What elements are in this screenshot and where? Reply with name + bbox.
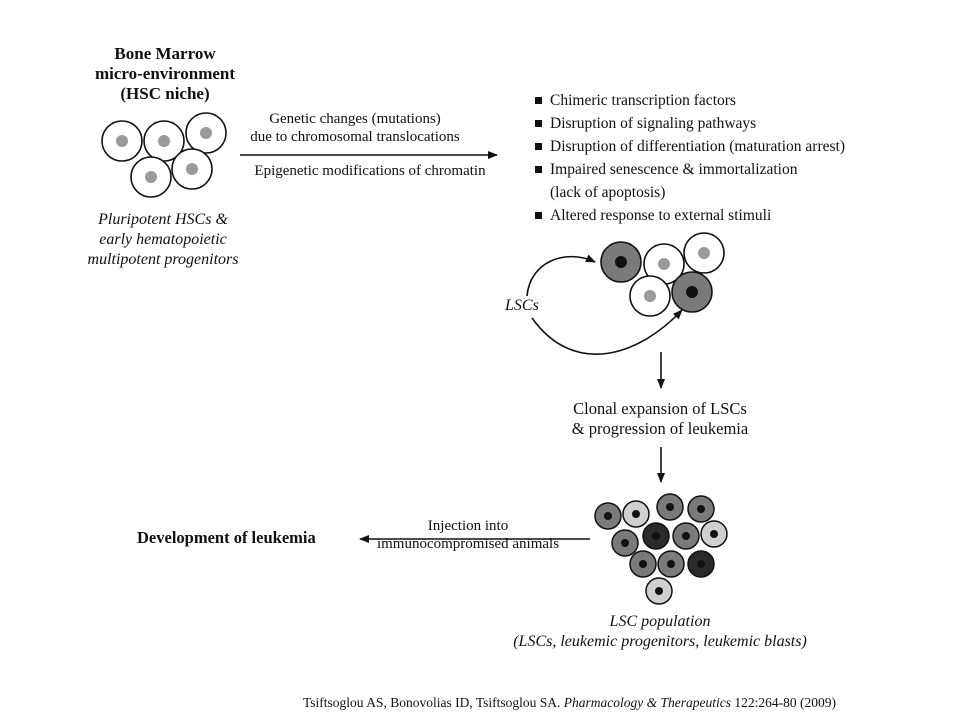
niche-title-line: micro-environment bbox=[94, 64, 236, 83]
clonal-expansion-text: Clonal expansion of LSCs & progression o… bbox=[572, 399, 748, 439]
population-cell bbox=[645, 577, 673, 605]
citation-authors: Tsiftsoglou AS, Bonovolias ID, Tsiftsogl… bbox=[303, 695, 561, 710]
niche-title-line: Bone Marrow bbox=[114, 44, 216, 63]
bullet-square-icon bbox=[535, 143, 542, 150]
population-cell bbox=[629, 550, 657, 578]
bullet-square-icon bbox=[535, 212, 542, 219]
normal-cell bbox=[171, 148, 213, 190]
alterations-list: Chimeric transcription factors Disruptio… bbox=[533, 89, 845, 227]
population-cell bbox=[687, 550, 715, 578]
population-cell bbox=[656, 493, 684, 521]
alteration-text: Altered response to external stimuli bbox=[550, 207, 772, 224]
lsc-label: LSCs bbox=[505, 297, 539, 314]
population-caption-line: (LSCs, leukemic progenitors, leukemic bl… bbox=[513, 633, 807, 650]
transition-label-line: due to chromosomal translocations bbox=[250, 129, 460, 145]
population-cell bbox=[642, 522, 670, 550]
bullet-square-icon bbox=[535, 120, 542, 127]
expansion-line: & progression of leukemia bbox=[571, 419, 749, 438]
citation: Tsiftsoglou AS, Bonovolias ID, Tsiftsogl… bbox=[303, 695, 836, 711]
transition-label-below: Epigenetic modifications of chromatin bbox=[254, 163, 486, 179]
alteration-item: Impaired senescence & immortalization (la… bbox=[533, 158, 845, 204]
transition-label-above: Genetic changes (mutations) due to chrom… bbox=[250, 110, 460, 146]
population-caption-line: LSC population bbox=[609, 613, 711, 630]
normal-cell bbox=[683, 232, 725, 274]
alteration-text: Impaired senescence & immortalization bbox=[550, 161, 798, 178]
population-cell bbox=[594, 502, 622, 530]
population-cell bbox=[622, 500, 650, 528]
lsc-cell bbox=[600, 241, 642, 283]
population-caption: LSC population (LSCs, leukemic progenito… bbox=[513, 612, 807, 652]
population-cell bbox=[700, 520, 728, 548]
alteration-text: Chimeric transcription factors bbox=[550, 92, 736, 109]
niche-caption-line: Pluripotent HSCs & bbox=[98, 211, 228, 228]
lsc-population-cluster bbox=[594, 493, 728, 605]
normal-cell bbox=[143, 120, 185, 162]
normal-cell bbox=[130, 156, 172, 198]
population-cell bbox=[687, 495, 715, 523]
lsc-curved-arrow-lower bbox=[531, 309, 683, 355]
citation-ref: 122:264-80 (2009) bbox=[734, 695, 836, 710]
niche-title: Bone Marrow micro-environment (HSC niche… bbox=[95, 44, 235, 104]
alteration-item: Chimeric transcription factors bbox=[533, 89, 845, 112]
population-cell bbox=[657, 550, 685, 578]
alteration-subtext: (lack of apoptosis) bbox=[550, 184, 666, 201]
niche-title-line: (HSC niche) bbox=[120, 84, 210, 103]
normal-cell bbox=[101, 120, 143, 162]
alteration-item: Disruption of signaling pathways bbox=[533, 112, 845, 135]
bullet-square-icon bbox=[535, 97, 542, 104]
citation-journal: Pharmacology & Therapeutics bbox=[563, 695, 731, 710]
alteration-item: Disruption of differentiation (maturatio… bbox=[533, 135, 845, 158]
population-cell bbox=[611, 529, 639, 557]
alteration-text: Disruption of signaling pathways bbox=[550, 115, 757, 132]
alteration-text: Disruption of differentiation (maturatio… bbox=[550, 138, 845, 155]
transformed-cell-cluster bbox=[600, 232, 725, 317]
population-cell bbox=[672, 522, 700, 550]
bullet-square-icon bbox=[535, 166, 542, 173]
injection-label: Injection into immunocompromised animals bbox=[377, 517, 559, 553]
niche-caption: Pluripotent HSCs & early hematopoietic m… bbox=[88, 210, 239, 270]
niche-caption-line: early hematopoietic bbox=[99, 231, 227, 248]
injection-label-line: Injection into bbox=[427, 518, 509, 534]
lsc-cell bbox=[671, 271, 713, 313]
niche-caption-line: multipotent progenitors bbox=[87, 251, 239, 268]
lsc-curved-arrow-upper bbox=[526, 254, 596, 297]
normal-cell bbox=[629, 275, 671, 317]
outcome-label: Development of leukemia bbox=[137, 528, 316, 547]
transition-label-line: Genetic changes (mutations) bbox=[269, 111, 441, 127]
normal-cell bbox=[185, 112, 227, 154]
alteration-item: Altered response to external stimuli bbox=[533, 204, 845, 227]
normal-hsc-cluster bbox=[101, 112, 227, 198]
injection-label-line: immunocompromised animals bbox=[376, 536, 560, 552]
normal-cell bbox=[643, 243, 685, 285]
expansion-line: Clonal expansion of LSCs bbox=[573, 399, 747, 418]
